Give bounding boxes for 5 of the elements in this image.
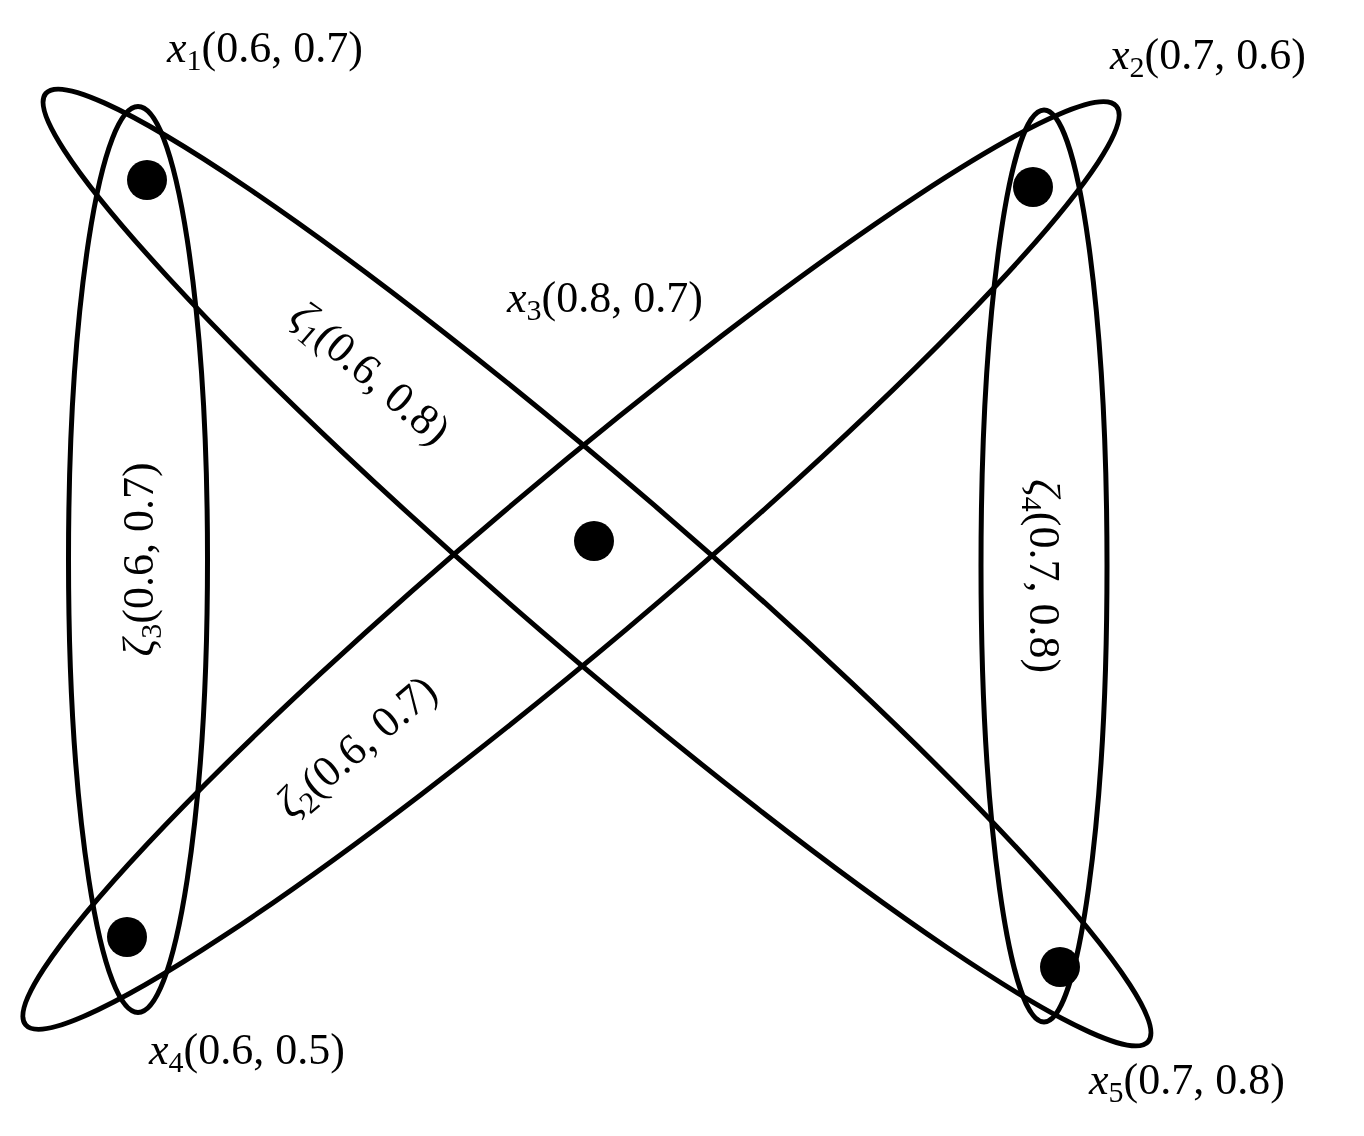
vertex-label: x$_{5}$(0.7, 0.8) (1089, 1054, 1285, 1106)
vertex-label: x$_{3}$(0.8, 0.7) (507, 272, 703, 324)
vertex-label: x$_{2}$(0.7, 0.6) (1110, 29, 1306, 81)
vertex-label: x$_{4}$(0.6, 0.5) (149, 1024, 345, 1076)
vertex-label: x$_{1}$(0.6, 0.7) (167, 22, 363, 74)
